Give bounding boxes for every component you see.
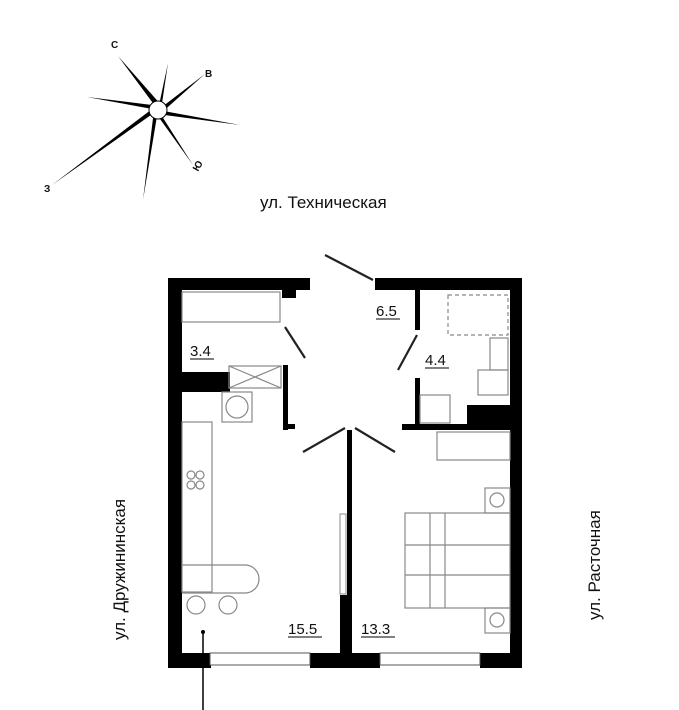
windows <box>209 652 481 666</box>
compass-rose-icon: С В Ю З <box>44 40 240 200</box>
street-top-label: ул. Техническая <box>260 193 387 212</box>
compass-east-label: В <box>205 69 212 80</box>
room-area-storage: 3.4 <box>190 343 211 360</box>
room-area-bathroom: 4.4 <box>425 352 446 369</box>
compass-west-label: З <box>44 184 50 195</box>
room-area-hall: 6.5 <box>376 303 397 320</box>
room-area-kitchen-living: 15.5 <box>288 621 317 638</box>
street-left-label: ул. Дружининская <box>110 499 129 640</box>
doors <box>284 254 418 595</box>
compass-north-label: С <box>111 40 118 51</box>
walls <box>168 278 522 668</box>
street-right-label: ул. Расточная <box>585 510 604 620</box>
room-area-bedroom: 13.3 <box>361 621 390 638</box>
furniture <box>181 291 511 710</box>
compass-south-label: Ю <box>191 159 206 173</box>
room-labels: 3.4 6.5 4.4 15.5 13.3 <box>190 303 449 638</box>
